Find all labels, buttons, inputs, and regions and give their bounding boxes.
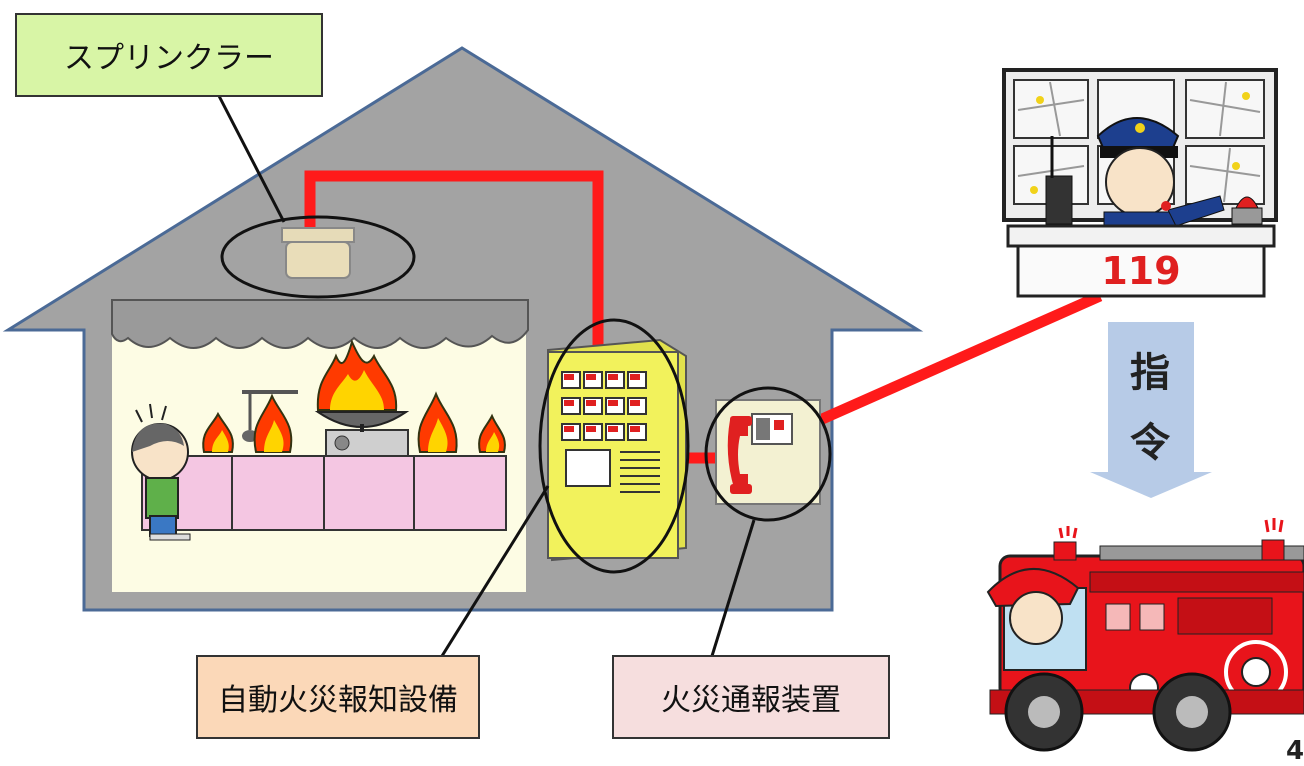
- sprinkler-circle: [220, 215, 416, 299]
- auto-fire-alarm-label: 自動火災報知設備: [196, 655, 480, 739]
- fire-truck: [986, 518, 1304, 752]
- startled-person: [131, 403, 191, 541]
- dispatch-center: [1002, 68, 1278, 298]
- callout-lines: [216, 93, 756, 657]
- dispatch-order-char-1: 指: [1130, 350, 1170, 396]
- page-number: 4: [1286, 736, 1304, 766]
- fire-report-circle: [704, 386, 832, 522]
- sprinkler-head: [281, 227, 355, 279]
- fire-alarm-panel: [546, 338, 687, 562]
- alarm-wiring: [304, 170, 1103, 464]
- flames: [202, 339, 506, 453]
- dispatch-order-char-2: 令: [1130, 420, 1170, 466]
- fire-report-device: [715, 399, 821, 505]
- fire-report-device-label: 火災通報装置: [612, 655, 890, 739]
- kitchen-counter: [141, 390, 507, 531]
- emergency-number: 119: [1101, 249, 1180, 293]
- fire-alarm-circle: [538, 318, 690, 574]
- sprinkler-label: スプリンクラー: [15, 13, 323, 97]
- dispatch-arrow: [1090, 322, 1212, 498]
- smoke-cloud: [111, 299, 529, 349]
